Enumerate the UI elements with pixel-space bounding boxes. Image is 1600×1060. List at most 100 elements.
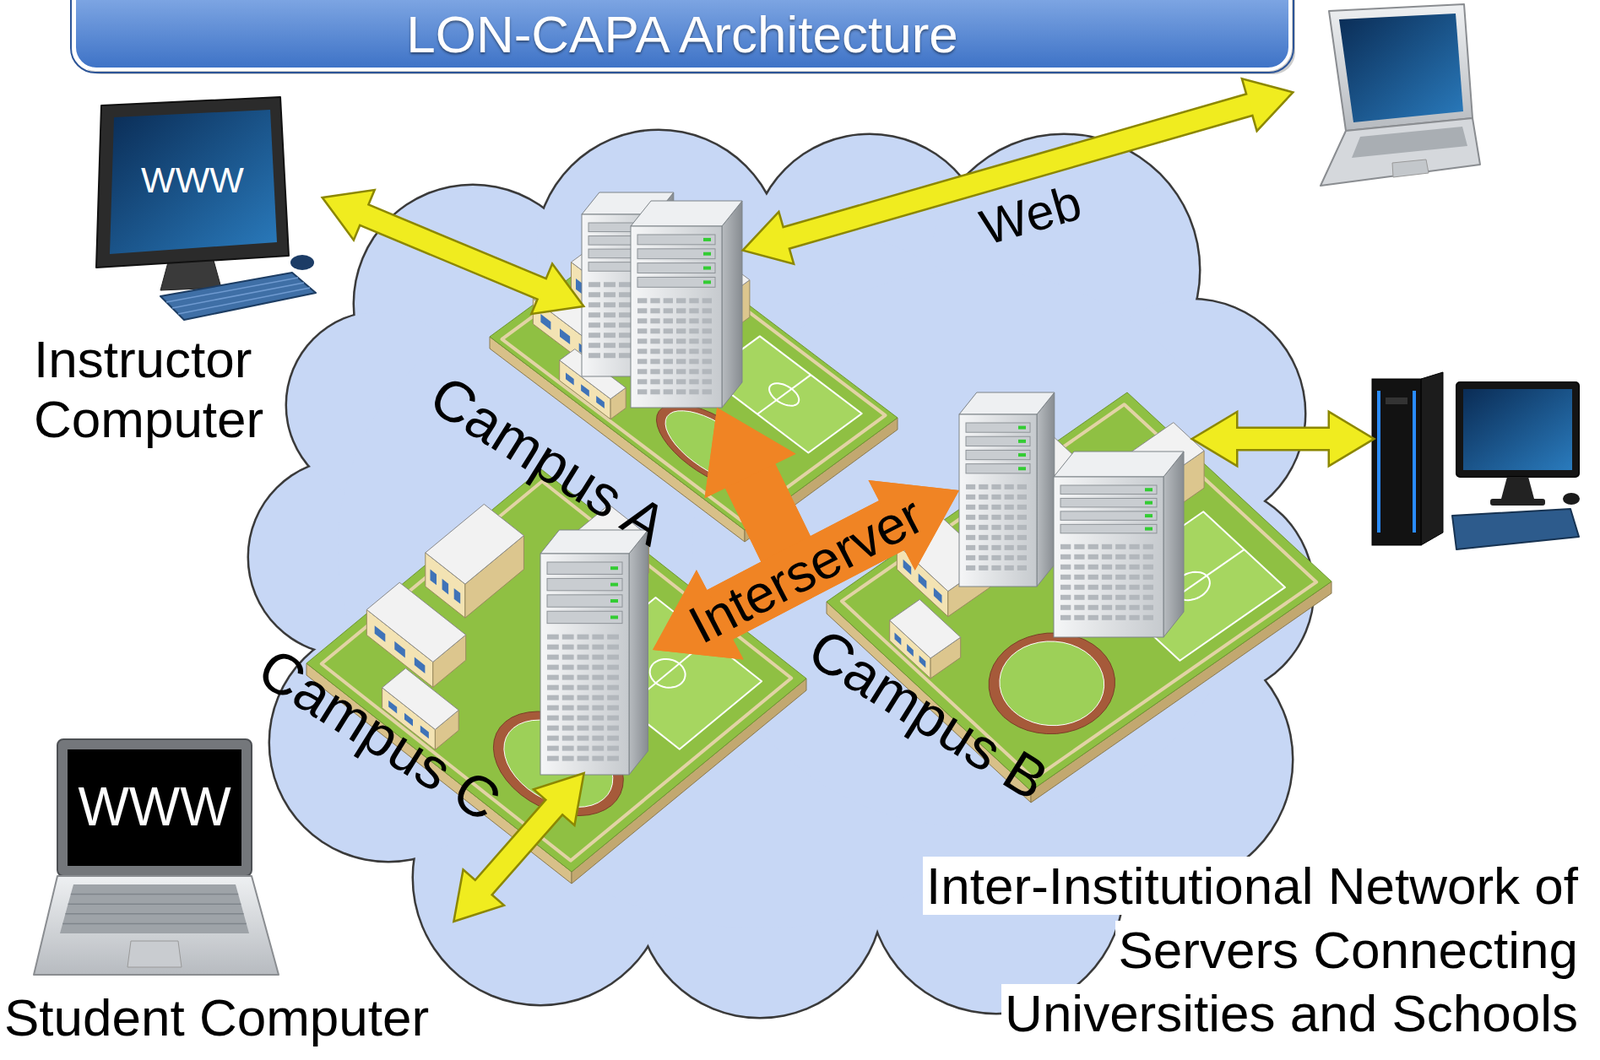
desktop-computer-icon bbox=[1372, 372, 1584, 563]
status-led bbox=[1018, 426, 1026, 430]
screen-text: WWW bbox=[141, 159, 245, 201]
monitor-base bbox=[1490, 498, 1546, 506]
vent-slot bbox=[688, 318, 699, 324]
vent-slot bbox=[1060, 574, 1071, 581]
vent-slot bbox=[1128, 574, 1139, 581]
vent-slot bbox=[1060, 554, 1071, 560]
vent-slot bbox=[562, 746, 575, 752]
vent-slot bbox=[991, 535, 1001, 541]
vent-slot bbox=[607, 726, 619, 732]
vent-slot bbox=[547, 736, 559, 742]
vent-slot bbox=[547, 756, 559, 762]
vent-slot bbox=[577, 715, 590, 722]
connector-arrow bbox=[324, 191, 582, 314]
arrow-outline bbox=[361, 213, 544, 290]
vent-slot bbox=[978, 545, 988, 551]
instructor-computer: WWWInstructor Computer bbox=[33, 97, 325, 461]
vent-slot bbox=[1143, 574, 1154, 581]
vent-slot bbox=[1088, 595, 1099, 601]
vent-slot bbox=[991, 484, 1001, 490]
vent-slot bbox=[688, 308, 699, 314]
server-tower bbox=[540, 530, 653, 776]
vent-slot bbox=[577, 675, 590, 681]
vent-slot bbox=[1017, 484, 1027, 490]
vent-slot bbox=[562, 705, 575, 711]
status-led bbox=[610, 615, 619, 619]
vent-slot bbox=[1004, 515, 1015, 521]
vent-slot bbox=[1017, 525, 1027, 531]
vent-slot bbox=[1143, 564, 1154, 570]
title-banner bbox=[74, 0, 1291, 70]
vent-slot bbox=[591, 736, 604, 742]
vent-slot bbox=[702, 368, 712, 375]
vent-slot bbox=[591, 726, 604, 732]
vent-slot bbox=[1115, 564, 1126, 570]
arrowhead bbox=[532, 265, 582, 313]
vent-slot bbox=[1115, 574, 1126, 581]
vent-slot bbox=[588, 342, 601, 348]
vent-slot bbox=[607, 736, 619, 742]
vent-slot bbox=[978, 484, 988, 490]
vent-slot bbox=[547, 715, 559, 722]
monitor-screen bbox=[109, 109, 277, 255]
vent-slot bbox=[1088, 564, 1099, 570]
keyboard bbox=[1452, 509, 1579, 550]
vent-slot bbox=[618, 352, 631, 358]
vent-slot bbox=[607, 695, 619, 701]
connector-arrow bbox=[455, 775, 583, 921]
keyboard-row bbox=[178, 287, 310, 315]
vent-slot bbox=[577, 645, 590, 651]
vent-slot bbox=[702, 348, 712, 354]
vent-slot bbox=[688, 379, 699, 385]
vent-slot bbox=[637, 318, 647, 324]
vent-slot bbox=[1017, 545, 1027, 551]
campus-path bbox=[321, 481, 792, 861]
vent-slot bbox=[603, 352, 616, 358]
vent-slot bbox=[676, 368, 686, 375]
building-window bbox=[894, 633, 902, 646]
vent-slot bbox=[588, 292, 601, 298]
drive-bay bbox=[965, 436, 1031, 446]
vent-slot bbox=[1073, 574, 1085, 581]
status-led bbox=[1144, 501, 1153, 505]
vent-slot bbox=[1017, 535, 1027, 541]
vent-slot bbox=[607, 685, 619, 691]
arrowhead-outline bbox=[1243, 80, 1291, 130]
building-window bbox=[374, 625, 386, 643]
drive-bay bbox=[965, 450, 1031, 460]
vent-slot bbox=[702, 358, 712, 364]
vent-slot bbox=[562, 736, 575, 742]
vent-slot bbox=[591, 655, 604, 661]
drive-bay bbox=[1385, 397, 1408, 405]
vent-slot bbox=[637, 338, 647, 344]
text-slot: Campus B bbox=[794, 681, 1063, 748]
vent-slot bbox=[1128, 595, 1139, 601]
vent-slot bbox=[991, 565, 1001, 571]
vent-slot bbox=[577, 634, 590, 640]
keyboard bbox=[160, 272, 316, 320]
vent-slot bbox=[1073, 554, 1085, 560]
vent-slot bbox=[1101, 554, 1112, 560]
vent-slot bbox=[688, 348, 699, 354]
building-roof bbox=[425, 504, 525, 585]
vent-slot bbox=[1101, 564, 1112, 570]
keyboard-row bbox=[166, 277, 299, 303]
field-line bbox=[757, 374, 811, 415]
status-led bbox=[703, 266, 711, 271]
vent-slot bbox=[650, 389, 660, 395]
vent-slot bbox=[607, 655, 619, 661]
vent-slot bbox=[1128, 605, 1139, 611]
vent-slot bbox=[547, 665, 559, 671]
vent-slot bbox=[562, 685, 575, 691]
tower-front bbox=[1372, 379, 1422, 546]
vent-slot bbox=[688, 358, 699, 364]
vent-slot bbox=[1060, 605, 1071, 611]
vent-slot bbox=[1004, 494, 1015, 500]
vent-slot bbox=[676, 298, 686, 304]
text-slot: Student Computer bbox=[4, 987, 452, 1048]
text-slot: Interserver bbox=[678, 539, 933, 601]
building-window bbox=[575, 278, 582, 294]
keyboard-row bbox=[172, 282, 304, 309]
arrowhead bbox=[705, 407, 797, 499]
vent-slot bbox=[650, 308, 660, 314]
